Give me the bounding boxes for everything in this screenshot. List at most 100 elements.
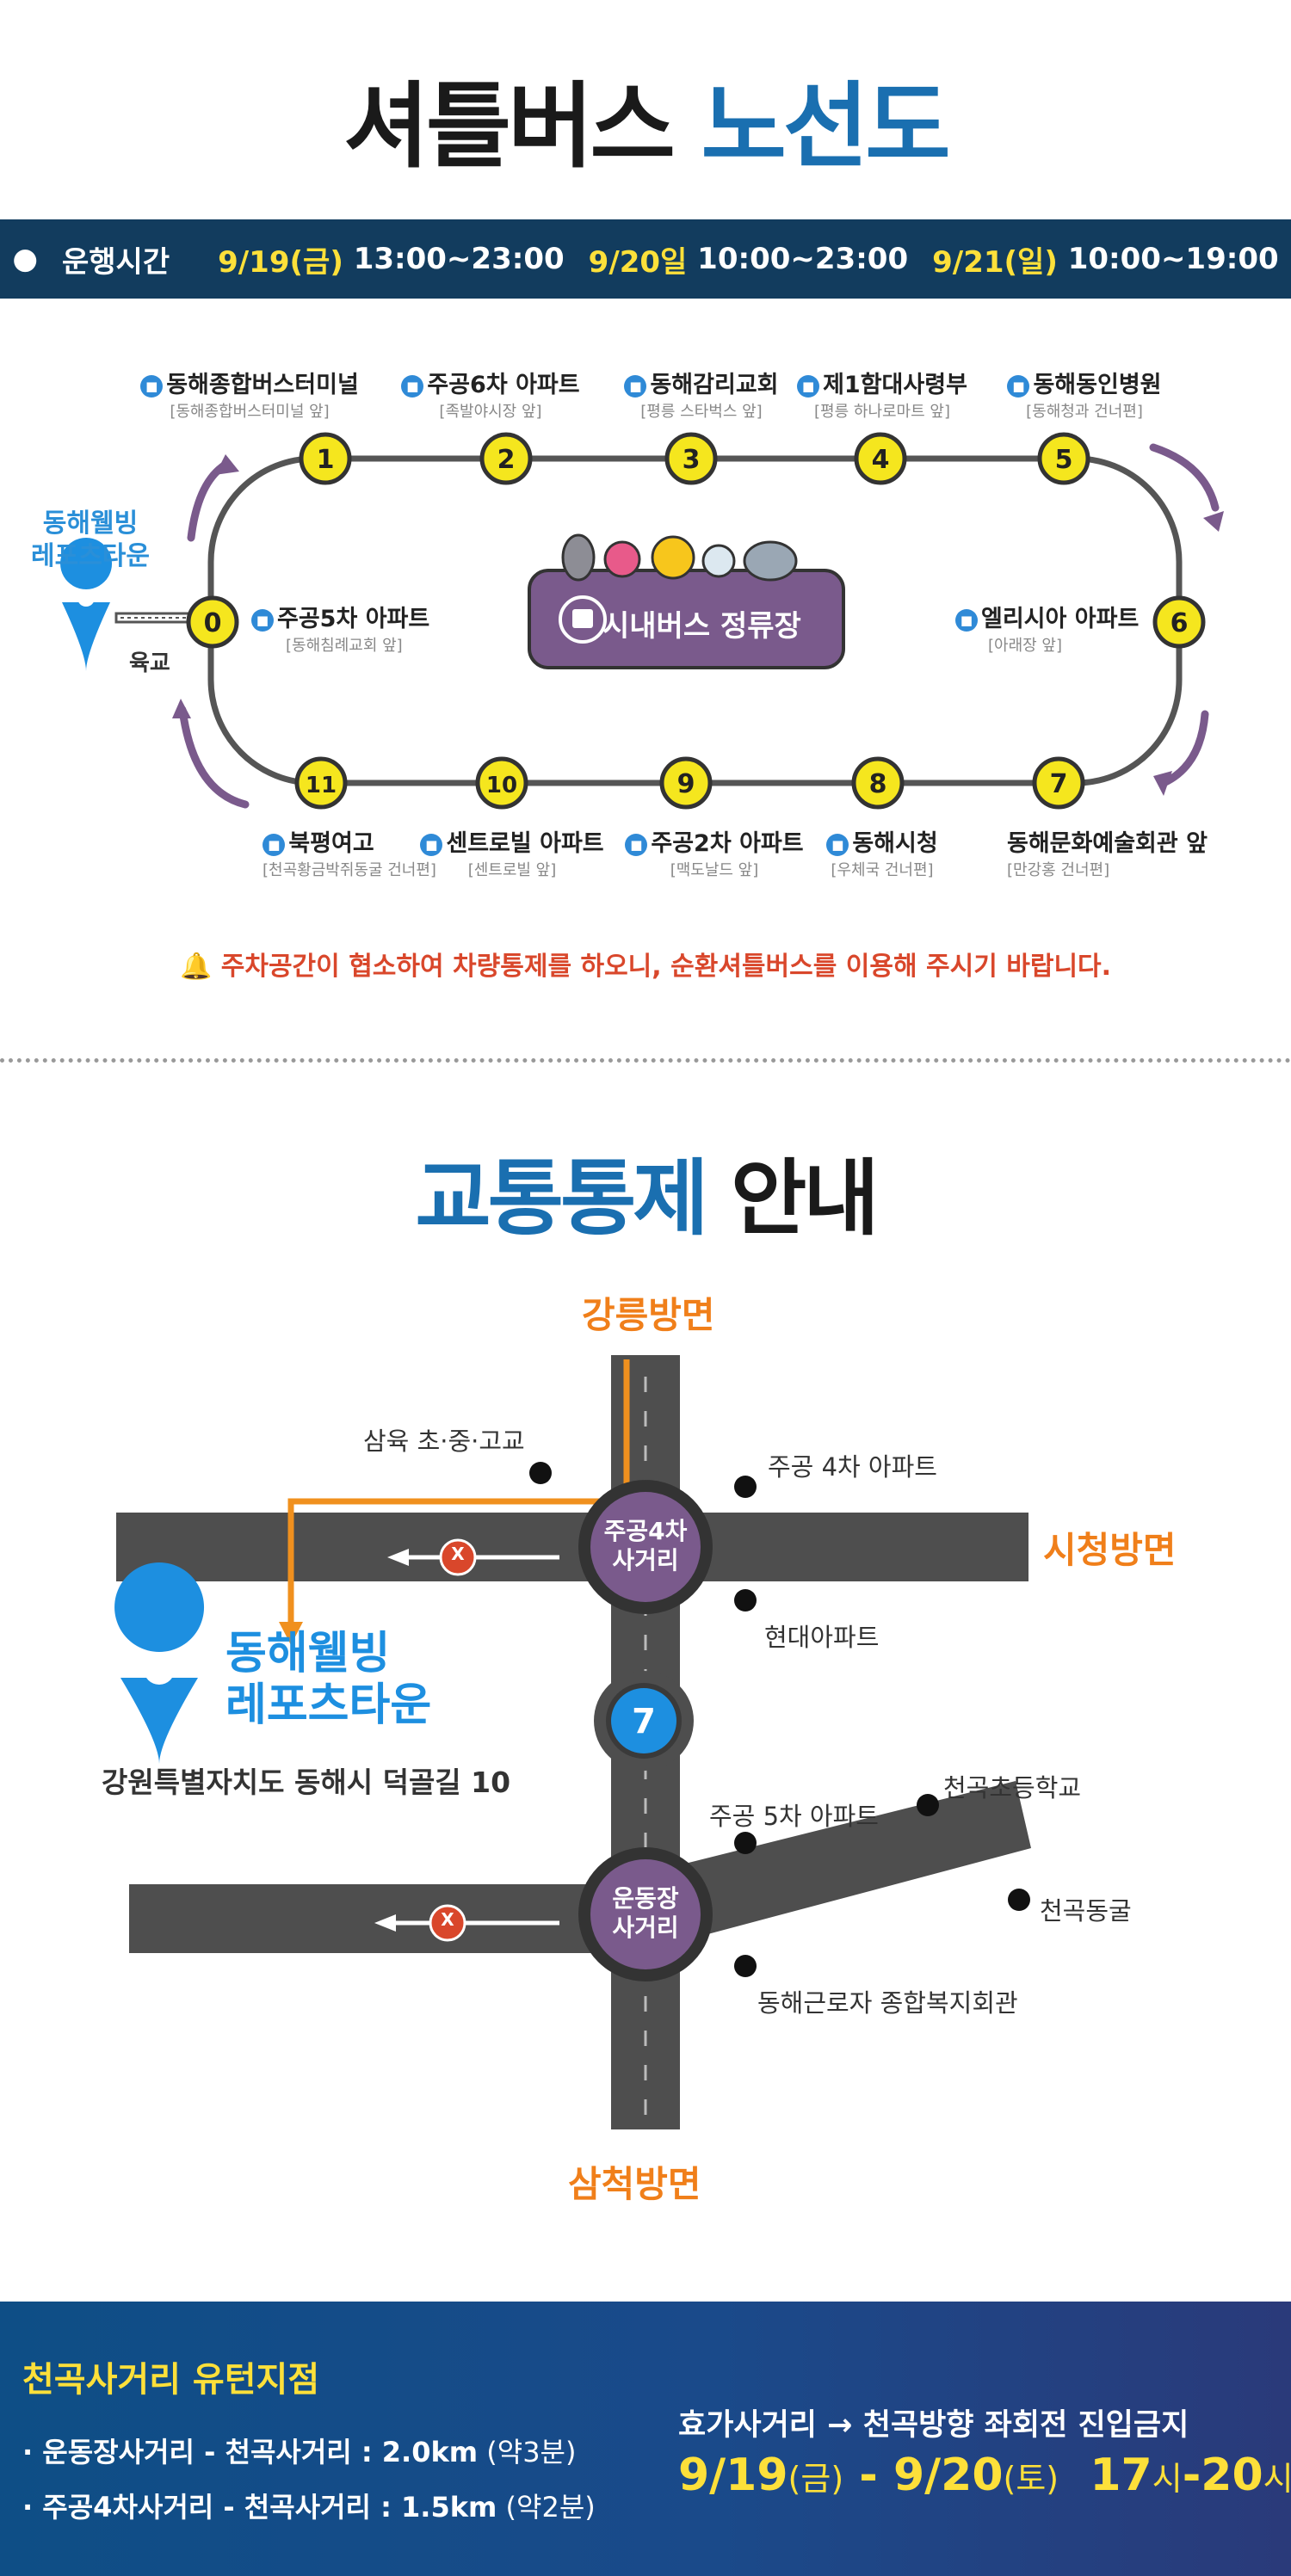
landmark-dots <box>529 1462 1030 1977</box>
intersection-2 <box>590 1859 701 1969</box>
parking-notice: 🔔 주차공간이 협소하여 차량통제를 하오니, 순환셔틀버스를 이용해 주시기 … <box>179 952 1112 982</box>
stop-10-label: ■센트로빌 아파트 [센트로빌 앞] <box>417 824 607 880</box>
route-map: 0 1 2 3 4 5 6 7 8 9 10 11 <box>60 432 1224 810</box>
stop-number-10: 10 <box>486 773 517 798</box>
stop-marker-0 <box>186 595 239 649</box>
uturn-line-2: · 주공4차사거리 - 천곡사거리 : 1.5km (약2분) <box>22 2491 596 2524</box>
bell-icon: 🔔 <box>179 952 213 982</box>
stop-11-label: ■북평여고 [천곡황금박쥐동굴 건너편] <box>263 830 436 879</box>
landmark-welfare: 동해근로자 종합복지회관 <box>757 1988 1018 2018</box>
center-bus-stop-label: 시내버스 정류장 <box>602 609 801 644</box>
hours-label: 운행시간 <box>61 244 170 280</box>
bridge-label: 육교 <box>129 650 170 676</box>
stop-marker-9 <box>659 756 713 810</box>
stop-marker-11 <box>294 756 348 810</box>
stop-number-2: 2 <box>497 445 516 475</box>
stop-number-8: 8 <box>869 769 887 799</box>
title-blue-part: 노선도 <box>701 73 950 181</box>
direction-east: 시청방면 <box>1043 1529 1177 1571</box>
day2-date: 9/20일 <box>588 244 688 280</box>
stop-number-3: 3 <box>683 445 701 475</box>
stop-marker-2 <box>479 432 533 485</box>
stop-marker-1 <box>299 432 352 485</box>
stop-number-6: 6 <box>1171 608 1189 638</box>
bus-stop-icon: ■ <box>1007 374 1030 397</box>
footer-panel: 천곡사거리 유턴지점 · 운동장사거리 - 천곡사거리 : 2.0km (약3분… <box>0 2302 1291 2576</box>
stop-marker-3 <box>664 432 718 485</box>
stop-9-label: ■주공2차 아파트 [맥도날드 앞] <box>620 824 809 880</box>
bullet-icon: ● <box>12 242 38 276</box>
route-7-number: 7 <box>632 1702 656 1741</box>
stop-0-label: ■주공5차 아파트 [동해침례교회 앞] <box>251 600 475 656</box>
operating-hours-bar: ● 운행시간 9/19(금) 13:00~23:00 9/20일 10:00~2… <box>0 219 1291 299</box>
route-7-marker <box>611 1688 676 1753</box>
stop-number-0: 0 <box>204 608 222 638</box>
bus-stop-icon: ■ <box>826 833 849 856</box>
stop-number-9: 9 <box>677 769 695 799</box>
stop-3-label: ■동해감리교회 [평릉 스타벅스 앞] <box>594 366 809 422</box>
stop-marker-6 <box>1152 595 1206 649</box>
stop-marker-7 <box>1032 756 1085 810</box>
page-title: 셔틀버스 노선도 <box>0 52 1291 186</box>
traffic-title: 교통통제 안내 <box>415 1150 879 1247</box>
stop-number-5: 5 <box>1055 445 1073 475</box>
landmark-elementary: 천곡초등학교 <box>943 1773 1082 1803</box>
intersection-1 <box>590 1492 701 1602</box>
ban-period: 9/19(금) - 9/20(토) 17시-20시 <box>678 2450 1291 2501</box>
section-divider <box>0 1058 1291 1063</box>
landmark-samyuk: 삼육 초·중·고교 <box>363 1427 525 1456</box>
bus-stop-icon: ■ <box>251 608 274 632</box>
bus-stop-icon: ■ <box>420 833 443 856</box>
stop-number-4: 4 <box>872 445 890 475</box>
stop-4-label: ■제1함대사령부 [평릉 하나로마트 앞] <box>779 366 985 422</box>
title-dark-part: 셔틀버스 <box>343 73 675 181</box>
stop-6-label: ■엘리시아 아파트 [아래장 앞] <box>955 600 1179 656</box>
blocked-arrows <box>374 1549 559 1932</box>
uturn-title: 천곡사거리 유턴지점 <box>22 2360 320 2400</box>
bus-icon <box>559 595 607 644</box>
location-pin-icon <box>114 1562 205 1652</box>
detour-route <box>287 1359 630 1626</box>
stop-number-11: 11 <box>306 773 337 798</box>
landmark-jugong5: 주공 5차 아파트 <box>709 1802 879 1831</box>
stop-number-7: 7 <box>1050 769 1068 799</box>
landmark-cave: 천곡동굴 <box>1040 1896 1132 1926</box>
stop-markers: 0 1 2 3 4 5 6 7 8 9 10 11 <box>186 432 1206 810</box>
bus-stop-icon: ■ <box>797 374 820 397</box>
bus-stop-icon: ■ <box>401 374 424 397</box>
no-entry-icon <box>429 1904 466 1942</box>
direction-south: 삼척방면 <box>568 2163 701 2205</box>
mascots-decoration <box>561 533 798 582</box>
day3-date: 9/21(일) <box>932 244 1058 280</box>
location-pin-icon <box>62 602 110 671</box>
origin-label: 동해웰빙 레포츠타운 <box>31 508 150 571</box>
stop-1-label: ■동해종합버스터미널 [동해종합버스터미널 앞] <box>120 366 379 422</box>
day3-time: 10:00~19:00 <box>1067 242 1279 276</box>
bus-stop-icon: ■ <box>624 374 647 397</box>
bus-stop-icon: ■ <box>955 608 978 632</box>
stop-8-label: ■동해시청 [우체국 건너편] <box>809 824 955 880</box>
uturn-line-1: · 운동장사거리 - 천곡사거리 : 2.0km (약3분) <box>22 2436 577 2468</box>
left-turn-ban-text: 효가사거리 → 천곡방향 좌회전 진입금지 <box>678 2408 1189 2443</box>
no-entry-icon <box>439 1538 477 1576</box>
stop-marker-4 <box>854 432 907 485</box>
bus-stop-icon: ■ <box>140 374 164 397</box>
bus-stop-icon: ■ <box>625 833 648 856</box>
day1-date: 9/19(금) <box>218 244 343 280</box>
stop-marker-8 <box>851 756 905 810</box>
arrow-heads <box>172 454 1224 796</box>
destination-address: 강원특별자치도 동해시 덕골길 10 <box>102 1766 511 1799</box>
block-mark-1: X <box>451 1544 465 1564</box>
traffic-map <box>114 1355 1031 2129</box>
stop-2-label: ■주공6차 아파트 [족발야시장 앞] <box>379 366 602 422</box>
stop-5-label: ■동해동인병원 [동해청과 건너편] <box>981 366 1188 422</box>
landmark-hyundai: 현대아파트 <box>764 1623 880 1652</box>
block-mark-2: X <box>441 1909 454 1930</box>
bus-stop-icon: ■ <box>263 833 286 856</box>
direction-north: 강릉방면 <box>582 1294 715 1336</box>
stop-number-1: 1 <box>317 445 335 475</box>
day2-time: 10:00~23:00 <box>697 242 909 276</box>
